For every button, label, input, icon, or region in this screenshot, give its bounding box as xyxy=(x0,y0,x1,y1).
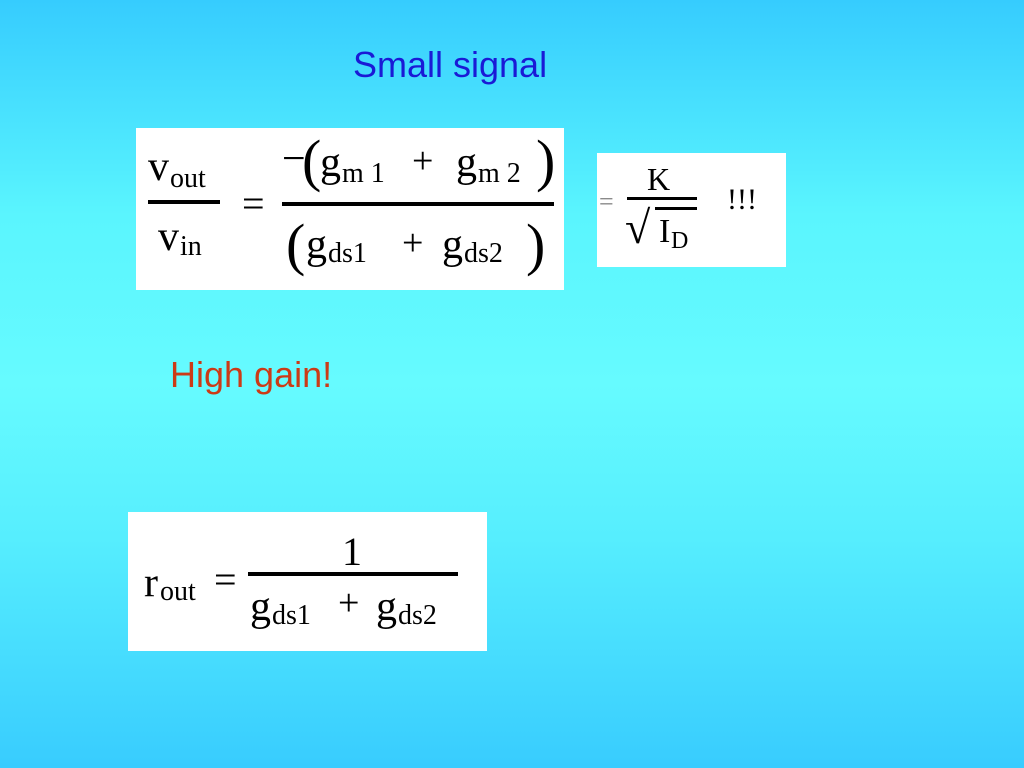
gds2-symbol: g xyxy=(442,222,463,268)
gain-equation: v out v in = − ( g m 1 + g m 2 ) ( g ds1… xyxy=(136,128,564,290)
scaling-equation: = K √ I D !!! xyxy=(597,153,786,267)
denominator-paren-open: ( xyxy=(286,212,306,277)
gm1-symbol: g xyxy=(320,140,341,186)
k-symbol: K xyxy=(647,161,671,197)
denominator-paren-close: ) xyxy=(526,212,546,277)
rout-gds2-symbol: g xyxy=(376,584,397,630)
gm1-subscript: m 1 xyxy=(342,158,385,189)
rout-gds1-subscript: ds1 xyxy=(272,600,311,631)
slide-title: Small signal xyxy=(353,44,548,85)
vout-subscript: out xyxy=(170,163,206,194)
vout-symbol: v xyxy=(148,144,169,190)
numerator-paren-open: ( xyxy=(302,128,322,193)
gds1-subscript: ds1 xyxy=(328,238,367,269)
rout-subscript: out xyxy=(160,576,196,607)
gain-rhs-fraction-bar xyxy=(282,202,554,206)
rout-numerator: 1 xyxy=(342,529,362,574)
gds1-symbol: g xyxy=(306,222,327,268)
vin-subscript: in xyxy=(180,231,202,262)
rout-gds1-symbol: g xyxy=(250,584,271,630)
high-gain-note: High gain! xyxy=(170,354,333,395)
rout-symbol: r xyxy=(144,560,158,606)
gain-lhs-fraction-bar xyxy=(148,200,220,204)
rout-equals-sign: = xyxy=(214,557,237,602)
numerator-paren-close: ) xyxy=(536,128,556,193)
gain-equals-sign: = xyxy=(242,181,265,226)
scaling-equals-sign: = xyxy=(599,187,614,216)
rout-equation: r out = 1 g ds1 + g ds2 xyxy=(128,512,487,651)
minus-sign: − xyxy=(282,136,306,182)
radical-sign: √ xyxy=(625,202,651,253)
radical-vinculum xyxy=(655,207,697,210)
rout-fraction-bar xyxy=(248,572,458,576)
gm2-symbol: g xyxy=(456,140,477,186)
scaling-fraction-bar xyxy=(627,197,697,200)
vin-symbol: v xyxy=(158,214,179,260)
gm2-subscript: m 2 xyxy=(478,158,521,189)
id-subscript: D xyxy=(671,228,689,254)
rout-gds2-subscript: ds2 xyxy=(398,600,437,631)
rout-plus: + xyxy=(338,582,360,624)
emphasis-marks: !!! xyxy=(727,183,757,216)
gds2-subscript: ds2 xyxy=(464,238,503,269)
numerator-plus: + xyxy=(412,140,434,182)
id-symbol: I xyxy=(659,213,671,250)
denominator-plus: + xyxy=(402,222,424,264)
